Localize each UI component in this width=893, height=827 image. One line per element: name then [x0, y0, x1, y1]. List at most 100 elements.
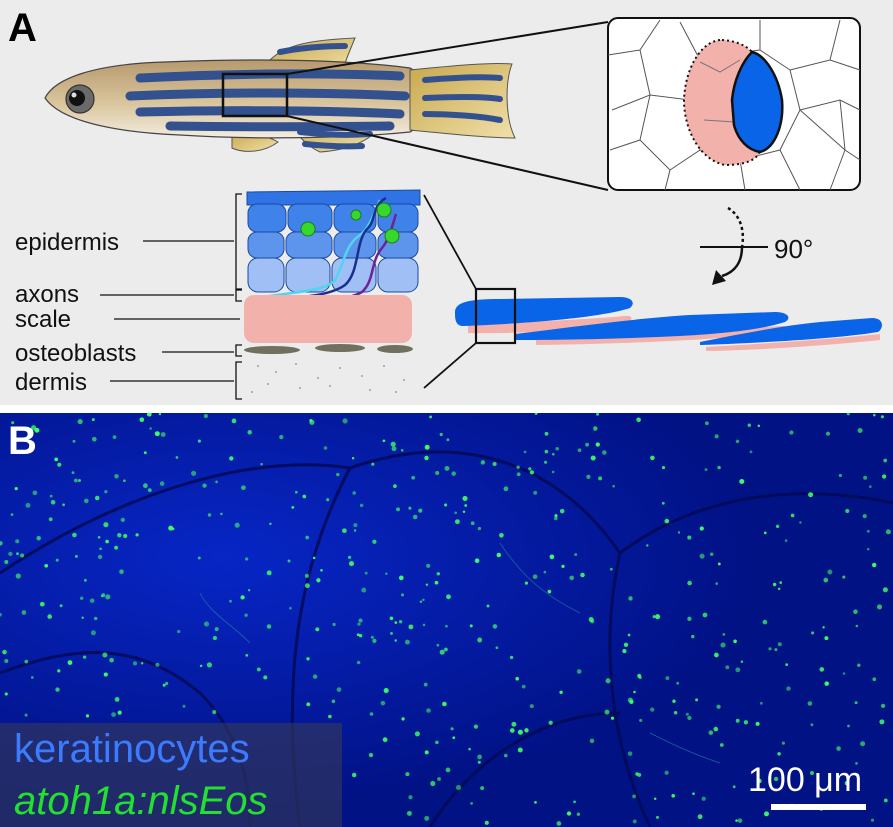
- eos-nucleus-dot: [499, 532, 504, 538]
- eos-nucleus-dot: [749, 450, 753, 454]
- eos-nucleus-dot: [486, 604, 490, 608]
- eos-nucleus-dot: [305, 535, 310, 540]
- eos-nucleus-dot: [102, 652, 108, 658]
- eos-nucleus-dot: [306, 702, 311, 707]
- eos-nucleus-dot: [358, 633, 363, 638]
- eos-nucleus-dot: [714, 652, 719, 658]
- eos-nucleus-dot: [708, 730, 714, 735]
- eos-nucleus-dot: [610, 716, 615, 720]
- eos-nucleus-dot: [214, 627, 219, 632]
- body-stripes: [125, 69, 410, 132]
- eos-nucleus-dot: [704, 468, 708, 472]
- eos-nucleus-dot: [595, 442, 600, 447]
- eos-nucleus-dot: [16, 552, 19, 556]
- eos-nucleus-dot: [556, 821, 562, 826]
- eos-nucleus-dot: [15, 539, 20, 544]
- eos-nucleus-dot: [424, 455, 429, 461]
- eos-nucleus-dot: [664, 518, 670, 524]
- eos-nucleus-dot: [263, 675, 268, 680]
- eos-nucleus-dot: [197, 439, 201, 443]
- eos-nucleus-dot: [302, 494, 307, 499]
- eos-nucleus-dot: [872, 413, 876, 417]
- eos-nucleus-dot: [455, 785, 462, 791]
- eos-nucleus-dot: [533, 490, 538, 495]
- eos-nucleus-dot: [294, 490, 298, 494]
- eos-nucleus-dot: [484, 820, 489, 825]
- eos-nucleus-dot: [725, 665, 730, 670]
- eos-nucleus-dot: [393, 484, 397, 488]
- eos-nucleus-dot: [762, 619, 768, 625]
- eos-nucleus-dot: [382, 737, 388, 743]
- eos-nucleus-dot: [445, 624, 448, 628]
- eos-nucleus-dot: [451, 471, 456, 476]
- eos-nucleus-dot: [418, 508, 423, 513]
- eos-nucleus-dot: [566, 811, 572, 816]
- eos-nucleus-dot: [529, 470, 535, 475]
- eos-nucleus-dot: [24, 659, 29, 664]
- eos-nucleus-dot: [883, 458, 888, 463]
- eos-nucleus-dot: [269, 522, 272, 526]
- eos-nucleus-dot: [665, 676, 670, 681]
- eos-nucleus-dot: [112, 435, 117, 439]
- eos-nucleus-dot: [266, 570, 272, 576]
- eos-nucleus-dot: [872, 677, 877, 682]
- tissue-cross-section: [235, 189, 421, 400]
- eos-nucleus-dot: [74, 554, 78, 558]
- eos-nucleus-dot: [454, 511, 457, 515]
- osteoblast-layer: [244, 344, 413, 354]
- eos-nucleus-dot: [810, 723, 814, 727]
- eos-nucleus-dot: [287, 559, 291, 563]
- eos-nucleus-dot: [739, 478, 745, 485]
- eos-nucleus-dot: [160, 432, 166, 437]
- eos-nucleus-dot: [551, 452, 555, 456]
- label-osteoblasts: osteoblasts: [15, 340, 136, 367]
- eos-nucleus-dot: [212, 635, 218, 641]
- scale-zoom-box: [474, 287, 517, 345]
- panel-b-letter: B: [8, 419, 37, 463]
- eos-nucleus-dot: [85, 714, 90, 718]
- eos-nucleus-dot: [732, 785, 736, 789]
- eos-nucleus-dot: [719, 743, 724, 747]
- eos-nucleus-dot: [36, 535, 41, 541]
- eos-nucleus-dot: [119, 569, 124, 575]
- eos-nucleus-dot: [551, 470, 555, 474]
- eos-nucleus-dot: [370, 635, 374, 639]
- eos-nucleus-dot: [470, 802, 473, 805]
- eos-nucleus-dot: [639, 718, 643, 722]
- eos-nucleus-dot: [159, 481, 165, 486]
- eos-nucleus-dot: [632, 794, 636, 799]
- eos-nucleus-dot: [444, 465, 450, 471]
- eos-nucleus-dot: [424, 750, 429, 755]
- eos-nucleus-dot: [336, 687, 342, 692]
- eos-nucleus-dot: [516, 465, 520, 469]
- eos-nucleus-dot: [91, 436, 97, 442]
- eos-nucleus-dot: [439, 649, 445, 655]
- layer-labels: [100, 240, 240, 382]
- eos-nucleus-dot: [385, 572, 388, 575]
- eos-nucleus-dot: [168, 525, 174, 531]
- eos-nucleus-dot: [81, 616, 84, 620]
- eos-nucleus-dot: [544, 449, 549, 454]
- eos-nucleus-dot: [383, 688, 389, 694]
- eos-nucleus-dot: [650, 707, 655, 712]
- eos-nucleus-dot: [104, 490, 108, 494]
- eos-nucleus-dot: [622, 649, 627, 654]
- eos-nucleus-dot: [91, 418, 95, 422]
- eos-nucleus-dot: [10, 513, 14, 516]
- eos-nucleus-dot: [342, 418, 348, 424]
- epidermis-layer: [246, 189, 421, 293]
- eos-nucleus-dot: [593, 426, 598, 431]
- eos-nucleus-dot: [676, 681, 680, 685]
- eos-nucleus-dot: [735, 819, 738, 822]
- scale-layer: [244, 295, 412, 343]
- fin-stripes: [277, 43, 503, 150]
- eos-nucleus-dot: [863, 475, 868, 480]
- eos-nucleus-dot: [72, 532, 77, 538]
- eos-nucleus-dot: [436, 572, 441, 576]
- fish-zoom-box: [221, 72, 289, 118]
- eos-nucleus-dot: [559, 690, 563, 694]
- eos-nucleus-dot: [312, 556, 316, 560]
- eos-nucleus-dot: [743, 720, 749, 725]
- eos-nucleus-dot: [20, 553, 25, 558]
- eos-nucleus-dot: [757, 424, 761, 428]
